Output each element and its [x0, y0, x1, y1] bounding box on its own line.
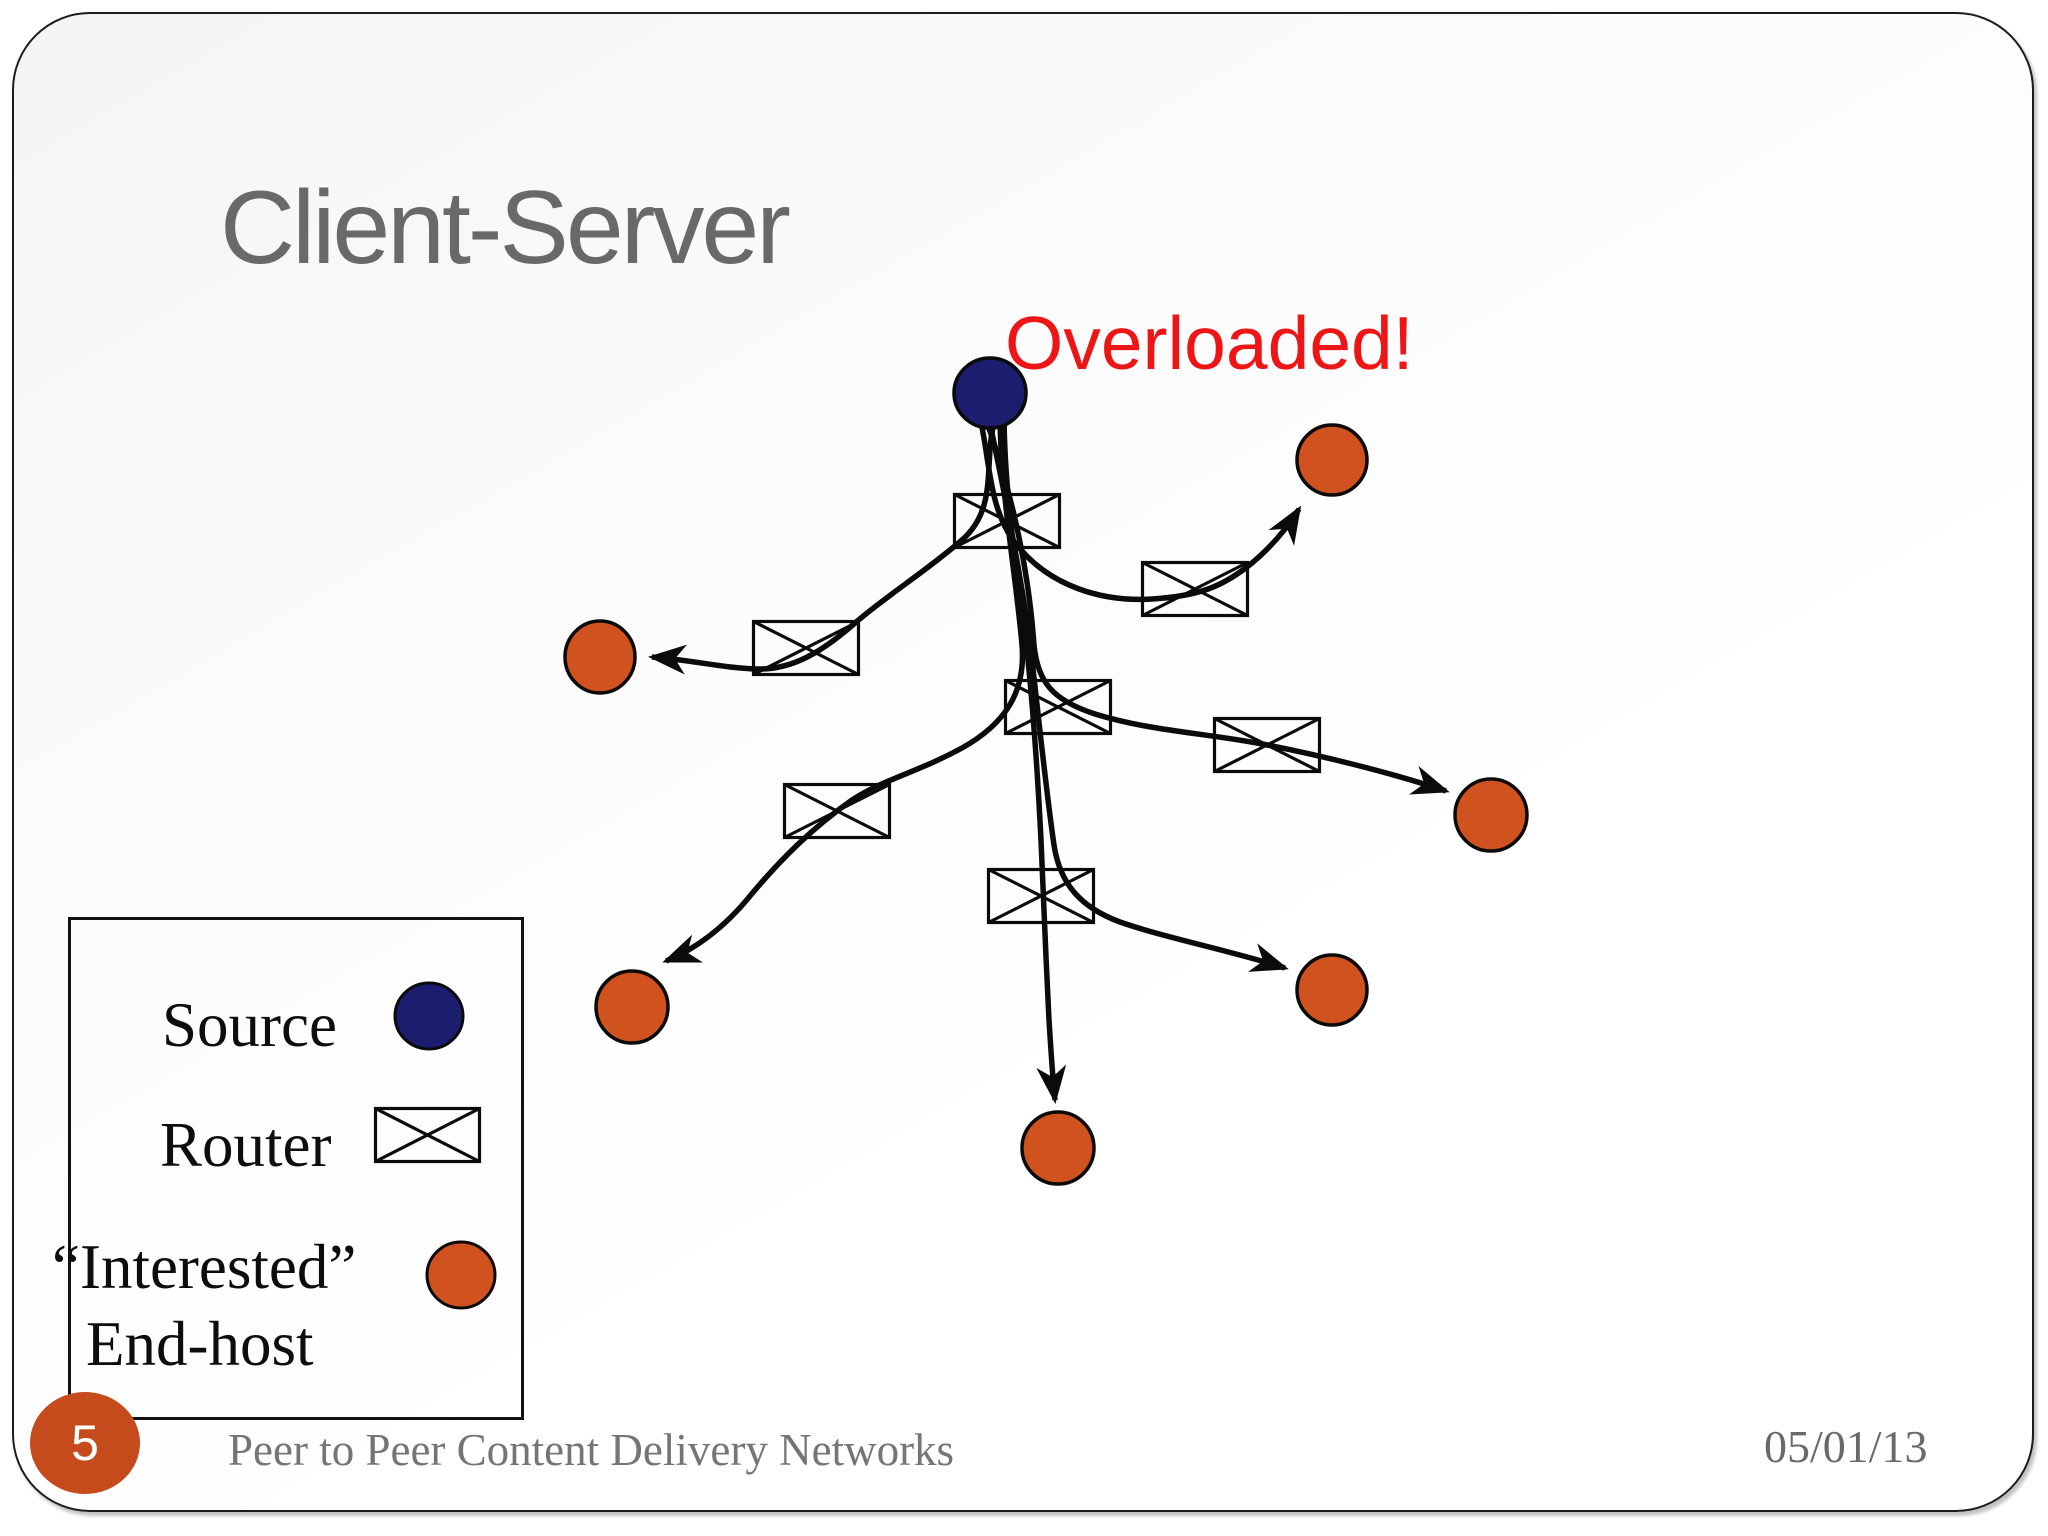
connection-to-right-end-host — [981, 413, 1450, 795]
end-host-node-bottom-center — [1020, 1110, 1096, 1186]
router-node-2 — [1140, 560, 1250, 618]
legend-router-icon — [373, 1106, 482, 1164]
end-host-node-bottom-left — [594, 969, 670, 1045]
footer-text: Peer to Peer Content Delivery Networks — [228, 1425, 955, 1475]
legend-box — [68, 917, 524, 1420]
end-host-node-top-right — [1295, 423, 1369, 497]
source-node — [952, 356, 1028, 430]
overloaded-label: Overloaded! — [1005, 301, 1414, 385]
legend-end-host-label: End-host — [86, 1309, 314, 1379]
connection-to-top-right-end-host — [976, 412, 1302, 603]
legend-source-icon — [393, 981, 465, 1051]
legend-source-label: Source — [162, 990, 337, 1060]
end-host-node-bottom-right — [1295, 953, 1369, 1027]
slide-border — [12, 12, 2034, 1512]
connection-to-left-end-host — [648, 409, 1001, 675]
legend-end-host-icon — [425, 1240, 497, 1310]
legend-router-label: Router — [160, 1110, 332, 1180]
connection-to-bottom-left-end-host — [662, 411, 1026, 964]
page-number-badge: 5 — [30, 1392, 140, 1494]
page-title: Client-Server — [220, 170, 791, 286]
page-number: 5 — [71, 1415, 99, 1471]
end-host-node-left — [563, 619, 637, 695]
router-node-4 — [1003, 678, 1113, 736]
legend-interested-label: “Interested” — [52, 1232, 357, 1302]
connection-to-bottom-center-end-host — [1001, 410, 1067, 1104]
end-host-node-right — [1453, 777, 1529, 853]
date-label: 05/01/13 — [1764, 1421, 1928, 1472]
